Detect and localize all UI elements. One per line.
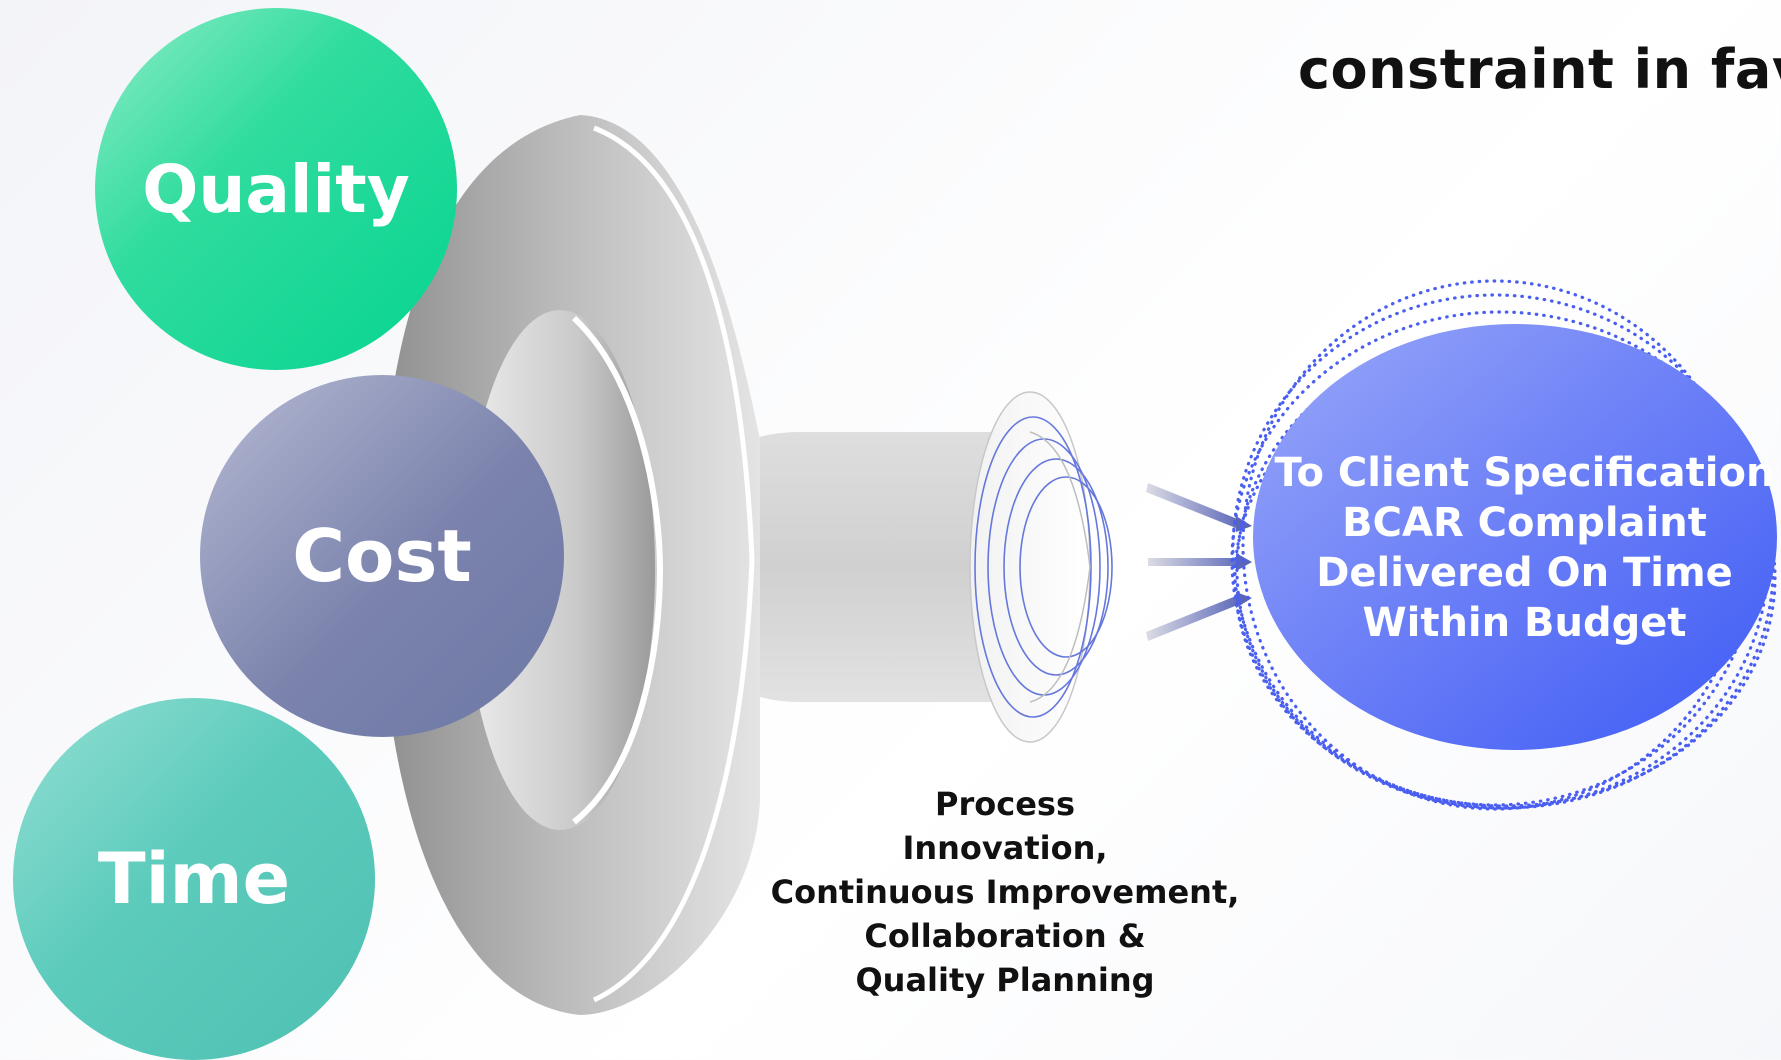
funnel-ring	[1019, 476, 1113, 658]
funnel-tube	[700, 432, 1030, 702]
funnel-inner-highlight	[571, 315, 664, 825]
process-text: Process Innovation, Continuous Improveme…	[760, 782, 1250, 1002]
outcome-ellipse	[1253, 324, 1777, 750]
arrowhead	[1236, 553, 1252, 571]
arrow-lower	[1146, 596, 1244, 641]
time-circle: Time	[13, 698, 375, 1060]
outcome-dotted-ring	[1233, 348, 1777, 808]
process-line: Innovation,	[902, 829, 1108, 867]
outcome-line: Within Budget	[1362, 600, 1687, 646]
process-line: Process	[935, 785, 1075, 823]
outcome-line: Delivered On Time	[1316, 550, 1733, 596]
page-heading: constraint in fav	[1298, 38, 1781, 101]
funnel-rim	[592, 125, 755, 1003]
funnel-ring	[974, 416, 1092, 718]
quality-label: Quality	[142, 150, 410, 228]
cost-circle: Cost	[200, 375, 564, 737]
arrow-middle	[1148, 558, 1246, 566]
time-label: Time	[97, 838, 291, 920]
process-line: Continuous Improvement,	[770, 873, 1240, 911]
process-line: Collaboration &	[864, 917, 1146, 955]
cost-label: Cost	[292, 514, 472, 598]
process-line: Quality Planning	[855, 961, 1155, 999]
funnel-end-cap	[1029, 431, 1091, 703]
outcome-line: To Client Specification	[1274, 450, 1775, 496]
outcome-text: To Client Specification BCAR Complaint D…	[1262, 448, 1781, 648]
quality-circle: Quality	[95, 8, 457, 370]
funnel-ring	[1003, 458, 1109, 676]
outcome-line: BCAR Complaint	[1342, 500, 1707, 546]
arrow-upper	[1146, 483, 1244, 528]
